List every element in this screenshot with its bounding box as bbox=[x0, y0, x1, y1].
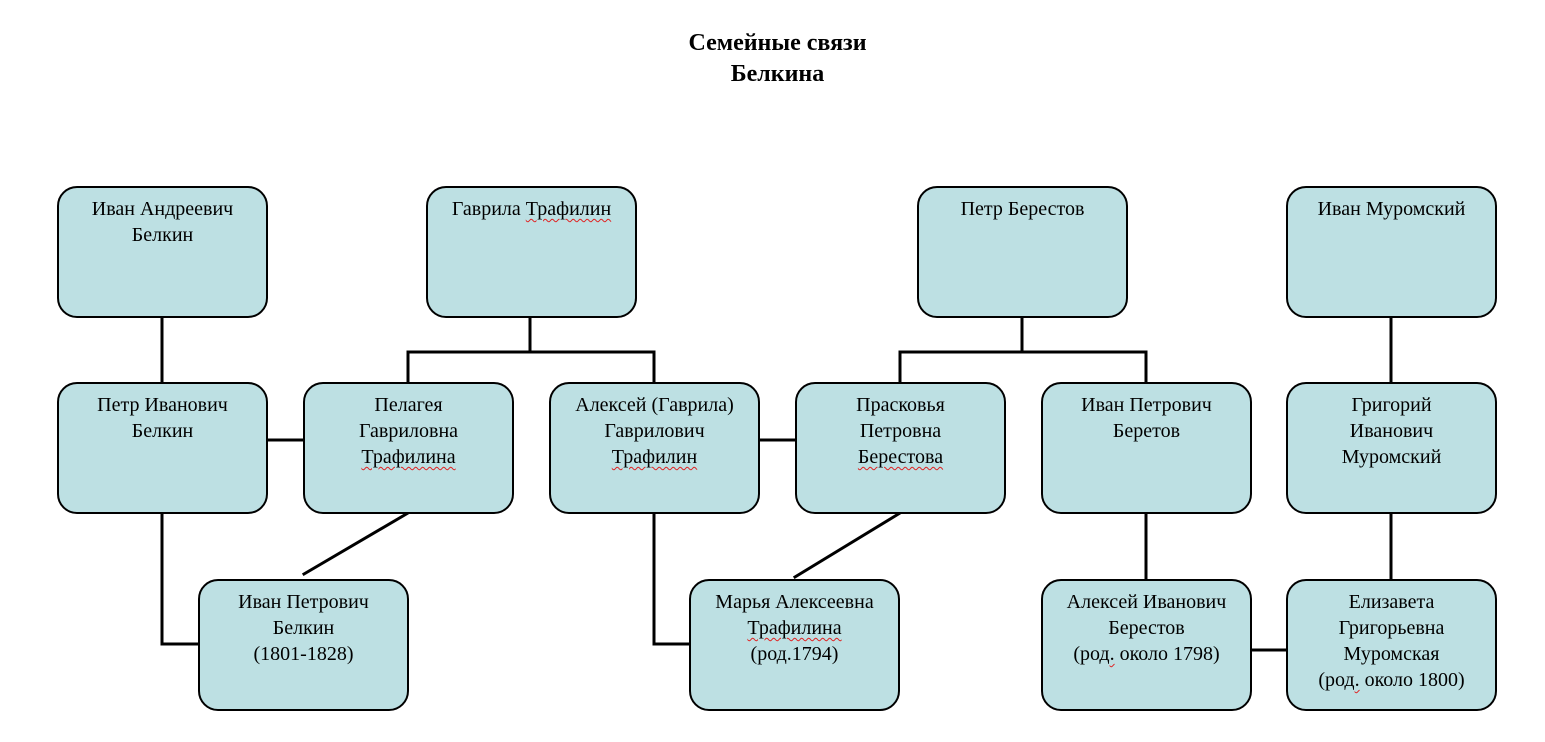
node-line: Иван Петрович bbox=[1081, 394, 1212, 416]
node-grigory-muromsky[interactable]: Григорий Иванович Муромский bbox=[1286, 382, 1497, 514]
node-line: Трафилин bbox=[551, 444, 758, 470]
node-line: Гаврила Трафилин bbox=[451, 198, 612, 220]
node-line: Белкин bbox=[131, 420, 194, 442]
connector-petr-ivan-belkin bbox=[160, 511, 201, 646]
node-praskovya-berestova[interactable]: Прасковья Петровна Берестова bbox=[795, 382, 1006, 514]
node-line: Елизавета bbox=[1348, 591, 1435, 613]
node-line: Иванович bbox=[1349, 420, 1434, 442]
node-line: Алексей Иванович bbox=[1066, 591, 1227, 613]
node-line: (род. около 1800) bbox=[1318, 669, 1465, 691]
node-line: Григорий bbox=[1351, 394, 1432, 416]
node-line-word: Трафилин bbox=[611, 446, 698, 468]
connector-pelageya-ivan-belkin bbox=[301, 510, 411, 577]
node-line: (род.1794) bbox=[750, 643, 839, 665]
node-ivan-petrovich-belkin[interactable]: Иван Петрович Белкин (1801-1828) bbox=[198, 579, 409, 711]
node-aleksey-gavrilovich-trafilin[interactable]: Алексей (Гаврила) Гаврилович Трафилин bbox=[549, 382, 760, 514]
node-line-word: . bbox=[1354, 669, 1360, 691]
node-gavrila-trafilin[interactable]: Гаврила Трафилин bbox=[426, 186, 637, 318]
node-line: Петр Берестов bbox=[960, 198, 1085, 220]
node-petr-ivanovich-belkin[interactable]: Петр Иванович Белкин bbox=[57, 382, 268, 514]
node-line-word: Берестова bbox=[857, 446, 944, 468]
node-line: Петровна bbox=[859, 420, 942, 442]
node-line: Иван Андреевич bbox=[91, 198, 234, 220]
node-line: Берестова bbox=[797, 444, 1004, 470]
node-line: Трафилина bbox=[691, 615, 898, 641]
connector-praskovya-marya bbox=[792, 510, 903, 580]
node-line: Иван Петрович bbox=[238, 591, 369, 613]
node-line: Иван Муромский bbox=[1317, 198, 1466, 220]
node-line: Белкин bbox=[131, 224, 194, 246]
node-line: Гаврилович bbox=[604, 420, 705, 442]
node-line: Григорьевна bbox=[1338, 617, 1445, 639]
node-line: Пелагея bbox=[374, 394, 443, 416]
node-ivan-andreevich-belkin[interactable]: Иван Андреевич Белкин bbox=[57, 186, 268, 318]
node-line: Белкин bbox=[272, 617, 335, 639]
node-line: Алексей (Гаврила) bbox=[575, 394, 734, 416]
node-line: Берестов bbox=[1108, 617, 1185, 639]
node-line-word: Трафилина bbox=[747, 617, 842, 639]
node-line-word: . bbox=[1109, 643, 1115, 665]
node-petr-berestov[interactable]: Петр Берестов bbox=[917, 186, 1128, 318]
node-line: Петр Иванович bbox=[97, 394, 228, 416]
node-marya-trafilina[interactable]: Марья Алексеевна Трафилина (род.1794) bbox=[689, 579, 900, 711]
node-line-word: Трафилина bbox=[361, 446, 456, 468]
node-line: Прасковья bbox=[856, 394, 945, 416]
node-line: (1801-1828) bbox=[253, 643, 354, 665]
node-line: Беретов bbox=[1112, 420, 1181, 442]
node-line: Марья Алексеевна bbox=[715, 591, 874, 613]
node-line: (род. около 1798) bbox=[1073, 643, 1220, 665]
title-line-1: Семейные связи bbox=[688, 30, 867, 56]
node-ivan-muromsky[interactable]: Иван Муромский bbox=[1286, 186, 1497, 318]
node-elizaveta-muromskaya[interactable]: Елизавета Григорьевна Муромская (род. ок… bbox=[1286, 579, 1497, 711]
node-pelageya-trafilina[interactable]: Пелагея Гавриловна Трафилина bbox=[303, 382, 514, 514]
node-line: Гавриловна bbox=[358, 420, 459, 442]
node-line: Трафилина bbox=[305, 444, 512, 470]
node-ivan-petrovich-beretov[interactable]: Иван Петрович Беретов bbox=[1041, 382, 1252, 514]
node-line-word: Трафилин bbox=[525, 198, 612, 220]
node-line: Муромский bbox=[1341, 446, 1442, 468]
diagram-title: Семейные связи Белкина bbox=[0, 28, 1545, 90]
connector-aleksey-marya bbox=[652, 511, 692, 646]
title-line-2: Белкина bbox=[730, 61, 825, 87]
node-line: Муромская bbox=[1343, 643, 1440, 665]
node-aleksey-ivanovich-berestov[interactable]: Алексей Иванович Берестов (род. около 17… bbox=[1041, 579, 1252, 711]
